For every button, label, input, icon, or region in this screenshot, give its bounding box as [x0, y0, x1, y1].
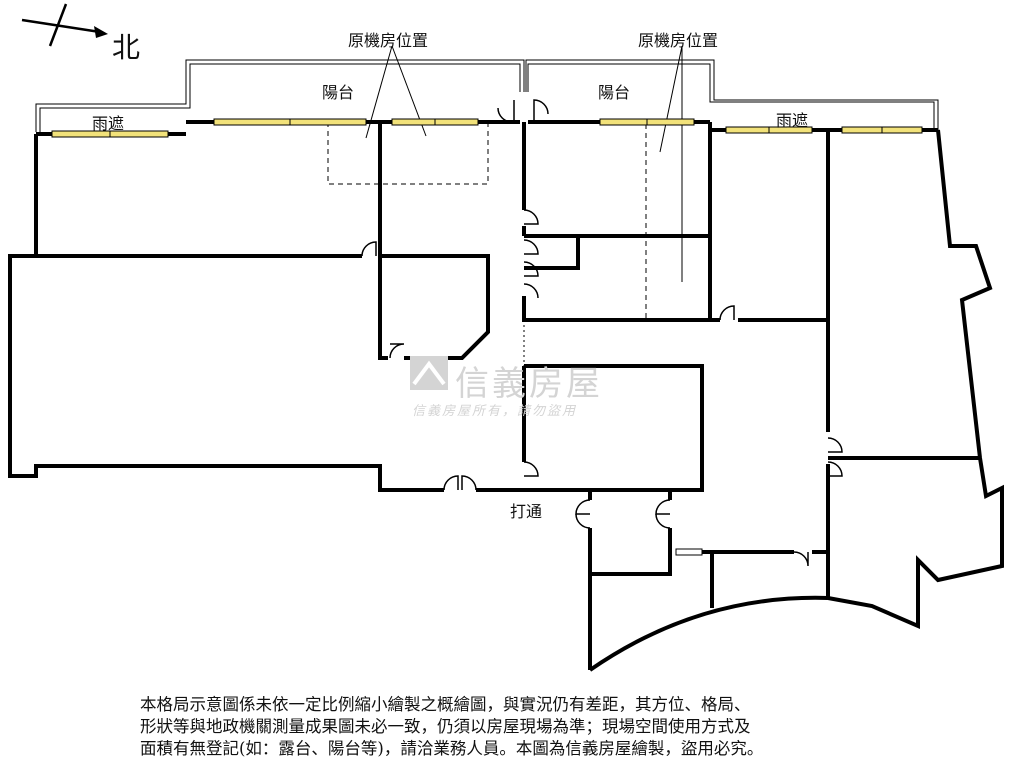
north-arrow-icon: [21, 3, 108, 47]
curved-wall: [588, 595, 829, 672]
disclaimer-line-2: 形狀等與地政機關測量成果圖未必一致，仍須以房屋現場為準；現場空間使用方式及: [140, 717, 751, 736]
north-label: 北: [112, 31, 141, 64]
machine-room-label-2: 原機房位置: [638, 31, 719, 50]
opening-label: 打通: [510, 502, 543, 521]
disclaimer-line-1: 本格局示意圖係未依一定比例縮小繪製之概繪圖，與實況仍有差距，其方位、格局、: [140, 695, 751, 714]
doors: [361, 99, 843, 567]
balcony-outlines: [35, 59, 939, 132]
machine-room-label-1: 原機房位置: [348, 31, 429, 50]
windows: [51, 118, 923, 556]
disclaimer-line-3: 面積有無登記(如：露台、陽台等)，請洽業務人員。本圖為信義房屋繪製，盜用必究。: [140, 739, 764, 758]
balcony-label-1: 陽台: [322, 83, 355, 102]
watermark-brand: 信義房屋: [455, 364, 603, 404]
machine-room-dashed: [327, 122, 647, 318]
canopy-label-right: 雨遮: [776, 111, 809, 130]
canopy-label-left: 雨遮: [92, 114, 125, 133]
disclaimer-text: 本格局示意圖係未依一定比例縮小繪製之概繪圖，與實況仍有差距，其方位、格局、 形狀…: [140, 694, 900, 760]
brand-logo-icon: [410, 356, 448, 390]
watermark-notice: 信義房屋所有，請勿盜用: [412, 404, 578, 419]
balcony-label-2: 陽台: [598, 83, 631, 102]
